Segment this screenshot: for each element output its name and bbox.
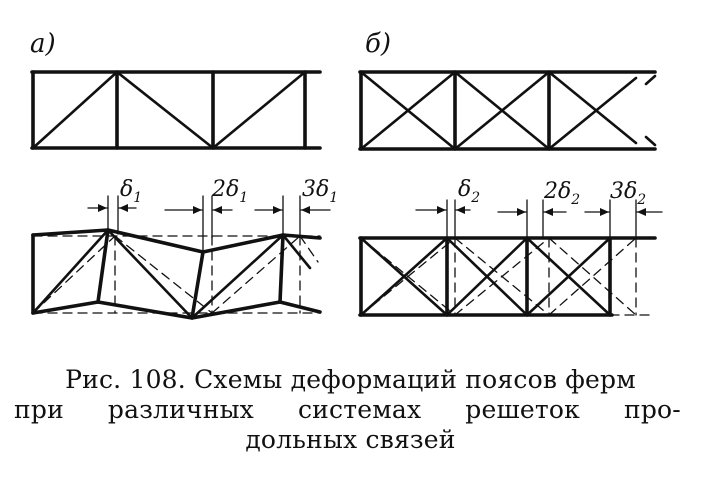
deformed-post [278, 233, 285, 304]
dim-arrow-2delta2 [497, 208, 567, 216]
deformed-diagonal [31, 228, 110, 315]
deformed-post [96, 228, 110, 304]
deformed-diagonal [359, 236, 449, 317]
diagonal [115, 70, 215, 150]
dim-arrow-delta1 [87, 204, 137, 212]
deformed-post [190, 250, 205, 320]
diagonal [359, 70, 457, 151]
dim-arrow-2delta1 [164, 206, 233, 214]
deformed-diagonal [525, 236, 612, 317]
diagonal [211, 70, 307, 150]
truss-a-undeformed [30, 70, 322, 150]
caption-word: решеток [465, 395, 581, 424]
caption-word: про- [623, 395, 681, 424]
deformed-diagonal [106, 228, 194, 320]
deformed-diagonal [281, 233, 312, 270]
truss-break-marks [644, 74, 657, 147]
deformed-diagonal [445, 236, 529, 317]
diagonal [453, 70, 551, 151]
dim-arrow-delta2 [415, 206, 471, 214]
figure-caption: Рис. 108. Схемы деформаций поясов ферм п… [0, 365, 701, 455]
original-diagonal [114, 235, 213, 314]
original-diagonal [454, 237, 550, 316]
dim-arrow-3delta2 [584, 208, 663, 216]
truss-b-undeformed [358, 70, 657, 151]
truss-a-deformed: δ1 2δ1 3δ1 [31, 177, 338, 320]
variant-a-label: а) [30, 29, 56, 59]
truss-b-deformed: δ2 2δ2 3δ2 [358, 177, 663, 317]
delta2-label: δ2 [458, 177, 480, 206]
deformed-diagonal [190, 233, 285, 320]
deformed-bottom-chord [31, 300, 322, 320]
diagonal [547, 70, 638, 145]
caption-line-3: дольных связей [245, 425, 456, 454]
2delta2-label: 2δ2 [543, 179, 580, 208]
original-diagonal [299, 235, 319, 263]
2delta1-label: 2δ1 [211, 177, 248, 206]
caption-line-2: при различных системах решеток про- [0, 395, 701, 425]
caption-word: при [14, 395, 64, 424]
diagonal [547, 76, 638, 151]
original-diagonal [32, 235, 116, 314]
caption-line-1: Рис. 108. Схемы деформаций поясов ферм [65, 365, 636, 394]
3delta2-label: 3δ2 [610, 179, 646, 208]
delta1-label: δ1 [120, 177, 142, 206]
original-diagonal [548, 237, 637, 316]
original-diagonal [548, 237, 637, 316]
dim-arrow-3delta1 [254, 206, 331, 214]
caption-word: различных [107, 395, 254, 424]
variant-b-label: б) [365, 29, 391, 59]
3delta1-label: 3δ1 [302, 177, 338, 206]
diagonal [31, 70, 119, 150]
caption-word: системах [297, 395, 422, 424]
original-diagonal [211, 235, 301, 314]
